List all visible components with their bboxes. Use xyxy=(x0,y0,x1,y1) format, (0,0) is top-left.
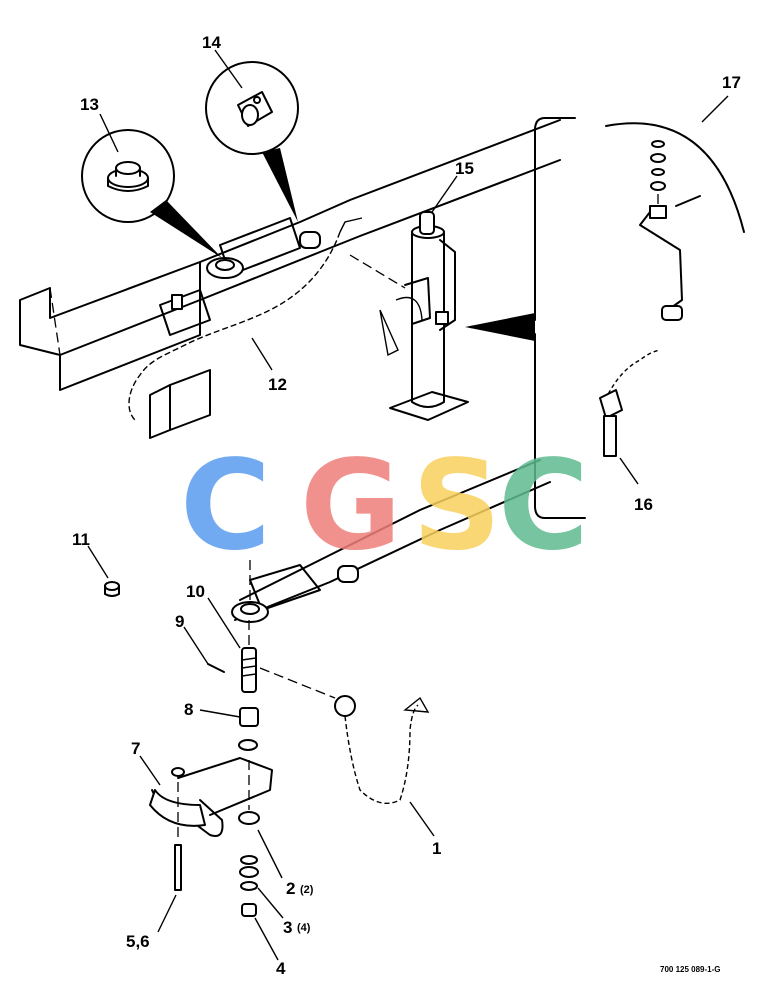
watermark-letter-4: C xyxy=(498,434,589,578)
callout-2-qty: (2) xyxy=(300,884,314,896)
figure-reference: 700 125 089-1-G xyxy=(660,965,721,974)
callout-8: 8 xyxy=(184,700,193,719)
safety-chain-lower xyxy=(259,667,430,804)
callout-3-qty: (4) xyxy=(297,922,311,934)
callout-2: 2 xyxy=(286,879,295,898)
callout-14: 14 xyxy=(202,33,221,52)
callout-13: 13 xyxy=(80,95,99,114)
detail-circle-13 xyxy=(81,129,222,258)
detail-circle-14 xyxy=(205,61,299,222)
callout-7: 7 xyxy=(131,739,140,758)
hitch-pin-stack xyxy=(238,620,260,917)
leader-lines xyxy=(87,49,729,961)
callout-16: 16 xyxy=(634,495,653,514)
callout-labels: 1 2 (2) 3 (4) 4 5,6 7 8 9 10 11 12 13 14… xyxy=(72,33,741,978)
callout-12: 12 xyxy=(268,375,287,394)
safety-chain-upper xyxy=(128,217,363,421)
callout-10: 10 xyxy=(186,582,205,601)
jack-stand xyxy=(349,211,469,421)
callout-5-6: 5,6 xyxy=(126,932,150,951)
callout-11: 11 xyxy=(72,530,90,549)
callout-4: 4 xyxy=(276,959,286,978)
jack-detail-17 xyxy=(605,122,745,321)
hitch-tongue-illustration xyxy=(231,459,551,623)
pin-9 xyxy=(207,663,225,673)
bracket-pointer xyxy=(465,313,535,341)
clamp-7 xyxy=(149,757,273,891)
hitch-frame-illustration xyxy=(19,119,561,439)
callout-17: 17 xyxy=(722,73,741,92)
pin-16 xyxy=(599,349,661,457)
callout-3: 3 xyxy=(283,918,292,937)
callout-1: 1 xyxy=(432,839,441,858)
watermark-letter-3: S xyxy=(412,434,501,578)
watermark-letter-2: G xyxy=(300,434,402,578)
watermark-letter-1: C xyxy=(180,434,271,578)
callout-9: 9 xyxy=(175,612,184,631)
callout-15: 15 xyxy=(455,159,474,178)
watermark: C G S C xyxy=(180,434,589,578)
cap-11 xyxy=(104,581,120,597)
